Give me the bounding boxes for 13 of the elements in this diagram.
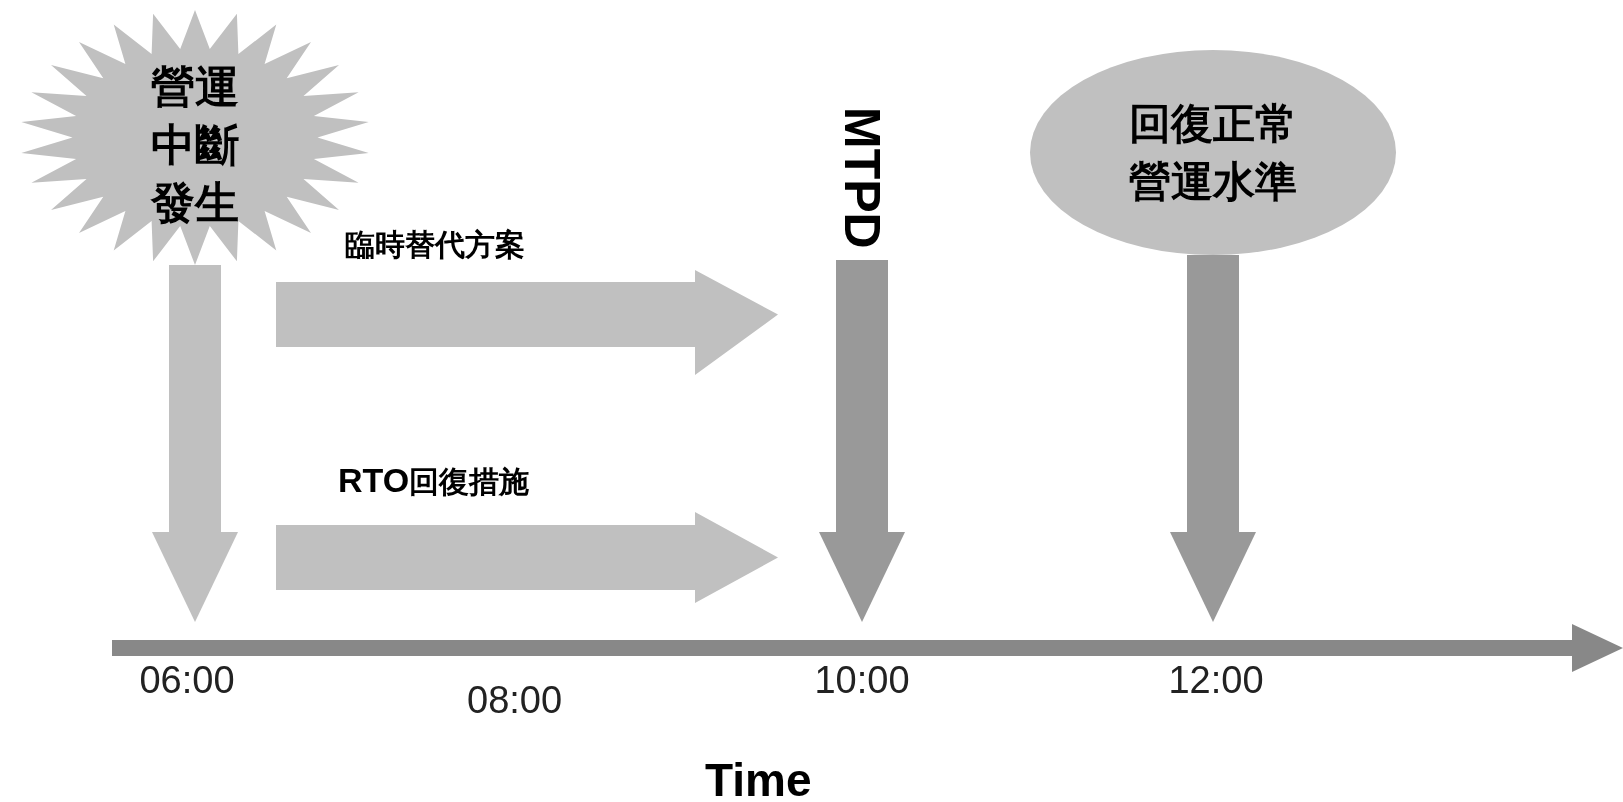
axis-title: Time	[705, 755, 812, 802]
time-label: 12:00	[1156, 622, 1276, 702]
time-label: 10:00	[802, 622, 922, 702]
event-text: 營運中斷發生	[149, 59, 240, 230]
goal-text: 回復正常營運水準	[1128, 97, 1298, 208]
block-arrow	[152, 265, 238, 622]
block-arrow	[819, 260, 905, 622]
time-label: 08:00	[467, 680, 563, 722]
milestone-label: MTPD	[822, 95, 902, 260]
arrow-label: 臨時替代方案	[345, 228, 525, 261]
time-label: 06:00	[127, 622, 247, 702]
arrow-label: RTO回復措施	[338, 462, 530, 500]
block-arrow	[1170, 255, 1256, 622]
